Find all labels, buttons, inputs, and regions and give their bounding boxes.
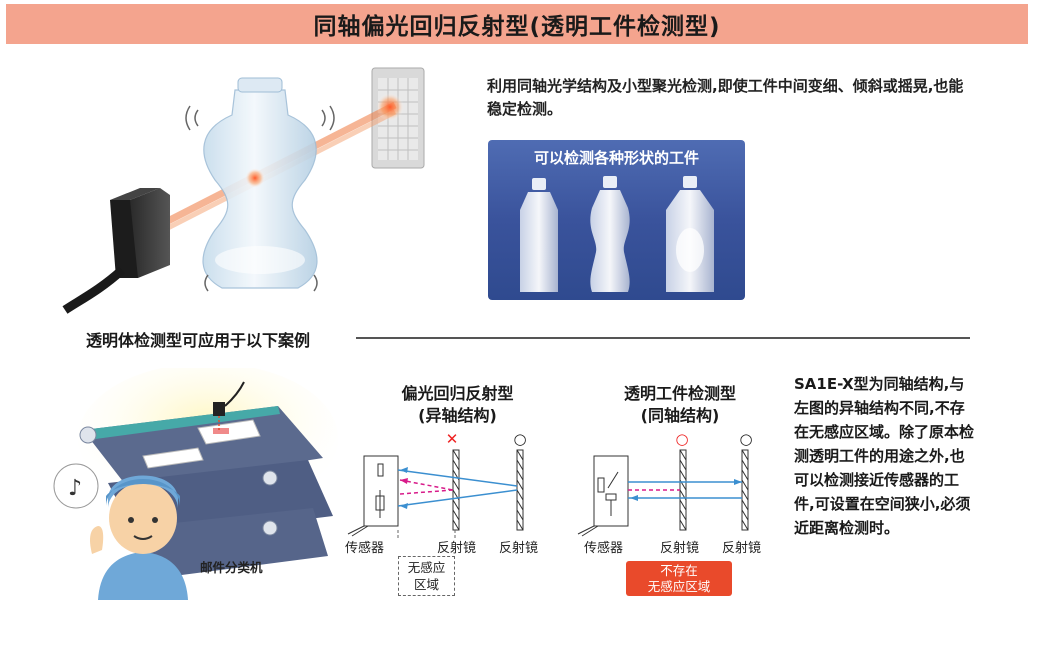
no-zone-line2: 区域: [413, 577, 439, 592]
worker-character: [90, 475, 188, 600]
page-title: 同轴偏光回归反射型(透明工件检测型): [313, 14, 721, 40]
diagram-left-title-line2: (异轴结构): [418, 406, 497, 425]
diagram-right-sensor-label: 传感器: [584, 541, 624, 556]
badge-line2: 无感应区域: [647, 579, 711, 594]
diagram-right-drawing: ○ ○: [577, 430, 753, 537]
right-reflector-1: [679, 449, 687, 531]
bottles-illustration: [520, 176, 714, 292]
left-reflector-2: [516, 449, 524, 531]
bottle-straight: [520, 178, 558, 292]
note-bubble: ♪: [53, 463, 99, 509]
bottle-glow: [245, 168, 265, 188]
mail-sorter-illustration: ♪: [53, 368, 338, 600]
diagram-left-reflector2-label: 反射镜: [499, 541, 539, 556]
bottle-square: [666, 176, 714, 292]
mail-sorter-label: 邮件分类机: [200, 560, 263, 575]
diagram-right-mark1: ○: [675, 430, 688, 448]
reflector-glow: [376, 93, 404, 121]
bottle-detection-illustration: [62, 67, 425, 314]
diagram-right-title-line1: 透明工件检测型: [623, 384, 736, 403]
no-sensing-zone-box: 无感应 区域: [398, 556, 455, 596]
badge-line1: 不存在: [660, 563, 698, 578]
bottle-waisted: [590, 176, 630, 292]
diagram-left-mark2: ○: [513, 430, 526, 448]
diagram-right-reflector2-label: 反射镜: [722, 541, 762, 556]
mail-items: [142, 419, 261, 469]
left-reflector-1: [452, 449, 460, 531]
diagram-right-reflector1-label: 反射镜: [660, 541, 700, 556]
description-text: 利用同轴光学结构及小型聚光检测,即使工件中间变细、倾斜或摇晃,也能稳定检测。: [487, 77, 964, 118]
no-zone-line1: 无感应: [407, 560, 446, 575]
title-bar: 同轴偏光回归反射型(透明工件检测型): [6, 4, 1028, 44]
shapes-panel: 可以检测各种形状的工件: [488, 140, 745, 300]
shake-marks: [185, 105, 335, 292]
right-reflector-2: [741, 449, 749, 531]
section-divider: [356, 337, 970, 339]
diagram-left-title-line1: 偏光回归反射型: [401, 384, 514, 403]
no-dead-zone-badge: 不存在 无感应区域: [626, 561, 732, 596]
diagram-right-title: 透明工件检测型 (同轴结构): [600, 383, 760, 427]
sensor-device: [62, 188, 170, 314]
sensor-small: [213, 381, 245, 432]
diagram-right-mark2: ○: [739, 430, 752, 448]
diagram-left-sensor-label: 传感器: [345, 541, 385, 556]
svg-text:♪: ♪: [68, 476, 82, 501]
diagram-left-drawing: ✕ ○: [347, 430, 527, 540]
section-heading: 透明体检测型可应用于以下案例: [86, 331, 311, 350]
panel-title: 可以检测各种形状的工件: [533, 149, 699, 167]
diagram-right-title-line2: (同轴结构): [640, 406, 720, 425]
diagram-left-mark1: ✕: [446, 430, 459, 448]
diagram-left-title: 偏光回归反射型 (异轴结构): [380, 383, 535, 427]
explanation-text: SA1E-X型为同轴结构,与左图的异轴结构不同,不存在无感应区域。除了原本检测透…: [794, 375, 975, 537]
bottle: [202, 77, 318, 289]
diagram-left-reflector1-label: 反射镜: [437, 541, 477, 556]
